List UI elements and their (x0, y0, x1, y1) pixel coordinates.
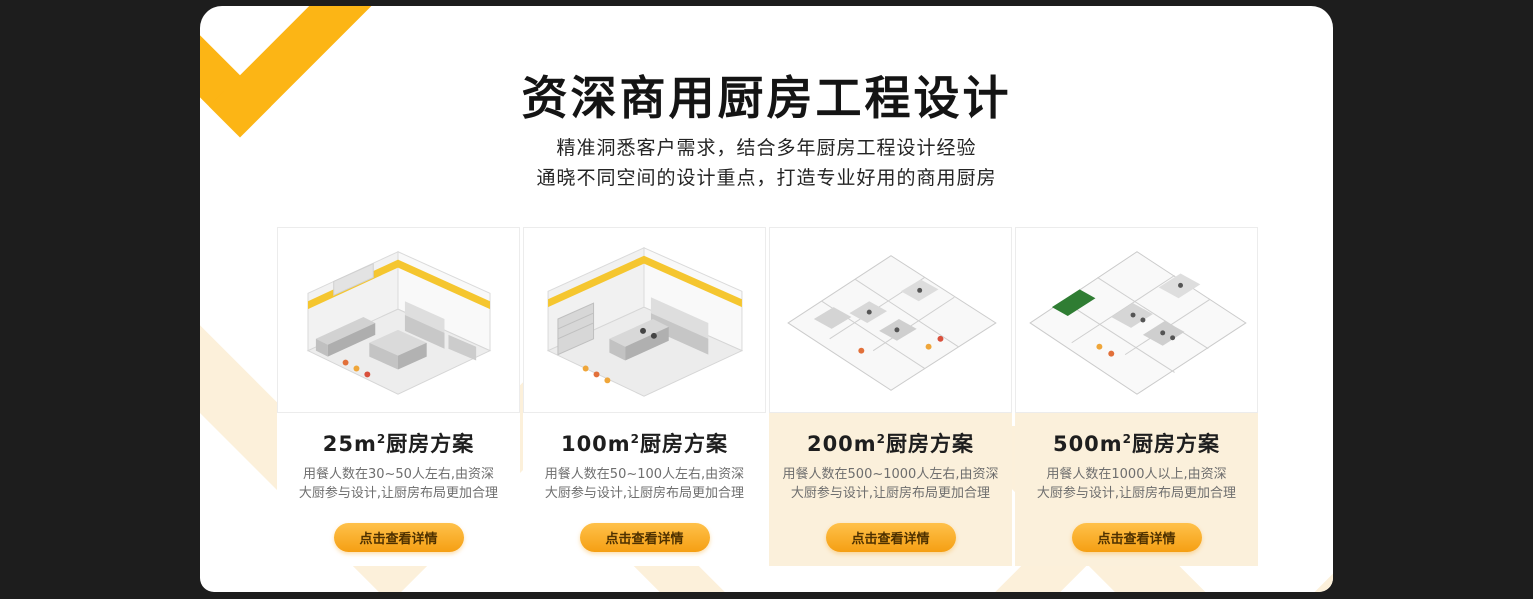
section-title: 资深商用厨房工程设计 (521, 71, 1012, 125)
plan-card-25sqm: 25m2厨房方案 用餐人数在30~50人左右,由资深 大厨参与设计,让厨房布局更… (277, 227, 520, 566)
kitchen-plan-cards: 25m2厨房方案 用餐人数在30~50人左右,由资深 大厨参与设计,让厨房布局更… (277, 227, 1258, 566)
desc-line-1: 用餐人数在500~1000人左右,由资深 (782, 467, 999, 482)
view-details-button-25sqm[interactable]: 点击查看详情 (333, 522, 464, 552)
kitchen-render-25sqm (277, 227, 520, 413)
desc-line-2: 大厨参与设计,让厨房布局更加合理 (790, 485, 991, 501)
area-value: 25m (322, 432, 377, 456)
plan-card-500sqm: 500m2厨房方案 用餐人数在1000人以上,由资深 大厨参与设计,让厨房布局更… (1015, 227, 1258, 566)
desc-line-1: 用餐人数在30~50人左右,由资深 (302, 467, 495, 482)
plan-description-200sqm: 用餐人数在500~1000人左右,由资深 大厨参与设计,让厨房布局更加合理 (783, 466, 999, 504)
area-superscript: 2 (1122, 432, 1133, 446)
desc-line-1: 用餐人数在1000人以上,由资深 (1046, 467, 1227, 482)
kitchen-floorplan-illustration (770, 228, 1011, 412)
area-superscript: 2 (376, 432, 387, 446)
content-panel: 资深商用厨房工程设计 精准洞悉客户需求，结合多年厨房工程设计经验 通晓不同空间的… (200, 6, 1333, 592)
plan-title-200sqm: 200m2厨房方案 (807, 428, 974, 458)
desc-line-2: 大厨参与设计,让厨房布局更加合理 (1036, 485, 1237, 501)
kitchen-render-100sqm (523, 227, 766, 413)
plan-title-suffix: 厨房方案 (1132, 432, 1221, 456)
view-details-button-500sqm[interactable]: 点击查看详情 (1071, 522, 1202, 552)
area-superscript: 2 (876, 432, 887, 446)
kitchen-floorplan-illustration (1016, 228, 1257, 412)
plan-description-100sqm: 用餐人数在50~100人左右,由资深 大厨参与设计,让厨房布局更加合理 (545, 466, 744, 504)
plan-card-100sqm: 100m2厨房方案 用餐人数在50~100人左右,由资深 大厨参与设计,让厨房布… (523, 227, 766, 566)
plan-title-suffix: 厨房方案 (386, 432, 475, 456)
plan-card-200sqm: 200m2厨房方案 用餐人数在500~1000人左右,由资深 大厨参与设计,让厨… (769, 227, 1012, 566)
section-subtitle-line-2: 通晓不同空间的设计重点，打造专业好用的商用厨房 (536, 167, 997, 189)
area-value: 500m (1052, 432, 1123, 456)
view-details-button-200sqm[interactable]: 点击查看详情 (825, 522, 956, 552)
desc-line-1: 用餐人数在50~100人左右,由资深 (544, 467, 745, 482)
area-superscript: 2 (630, 432, 641, 446)
view-details-button-100sqm[interactable]: 点击查看详情 (579, 522, 710, 552)
plan-description-500sqm: 用餐人数在1000人以上,由资深 大厨参与设计,让厨房布局更加合理 (1037, 466, 1236, 504)
plan-title-25sqm: 25m2厨房方案 (323, 428, 474, 458)
kitchen-isometric-illustration (524, 228, 765, 412)
plan-title-100sqm: 100m2厨房方案 (561, 428, 728, 458)
plan-description-25sqm: 用餐人数在30~50人左右,由资深 大厨参与设计,让厨房布局更加合理 (299, 466, 498, 504)
kitchen-render-200sqm (769, 227, 1012, 413)
area-value: 200m (806, 432, 877, 456)
desc-line-2: 大厨参与设计,让厨房布局更加合理 (298, 485, 499, 501)
plan-title-500sqm: 500m2厨房方案 (1053, 428, 1220, 458)
plan-title-suffix: 厨房方案 (640, 432, 729, 456)
area-value: 100m (560, 432, 631, 456)
kitchen-isometric-illustration (278, 228, 519, 412)
plan-title-suffix: 厨房方案 (886, 432, 975, 456)
kitchen-render-500sqm (1015, 227, 1258, 413)
desc-line-2: 大厨参与设计,让厨房布局更加合理 (544, 485, 745, 501)
section-subtitle-line-1: 精准洞悉客户需求，结合多年厨房工程设计经验 (556, 137, 977, 159)
